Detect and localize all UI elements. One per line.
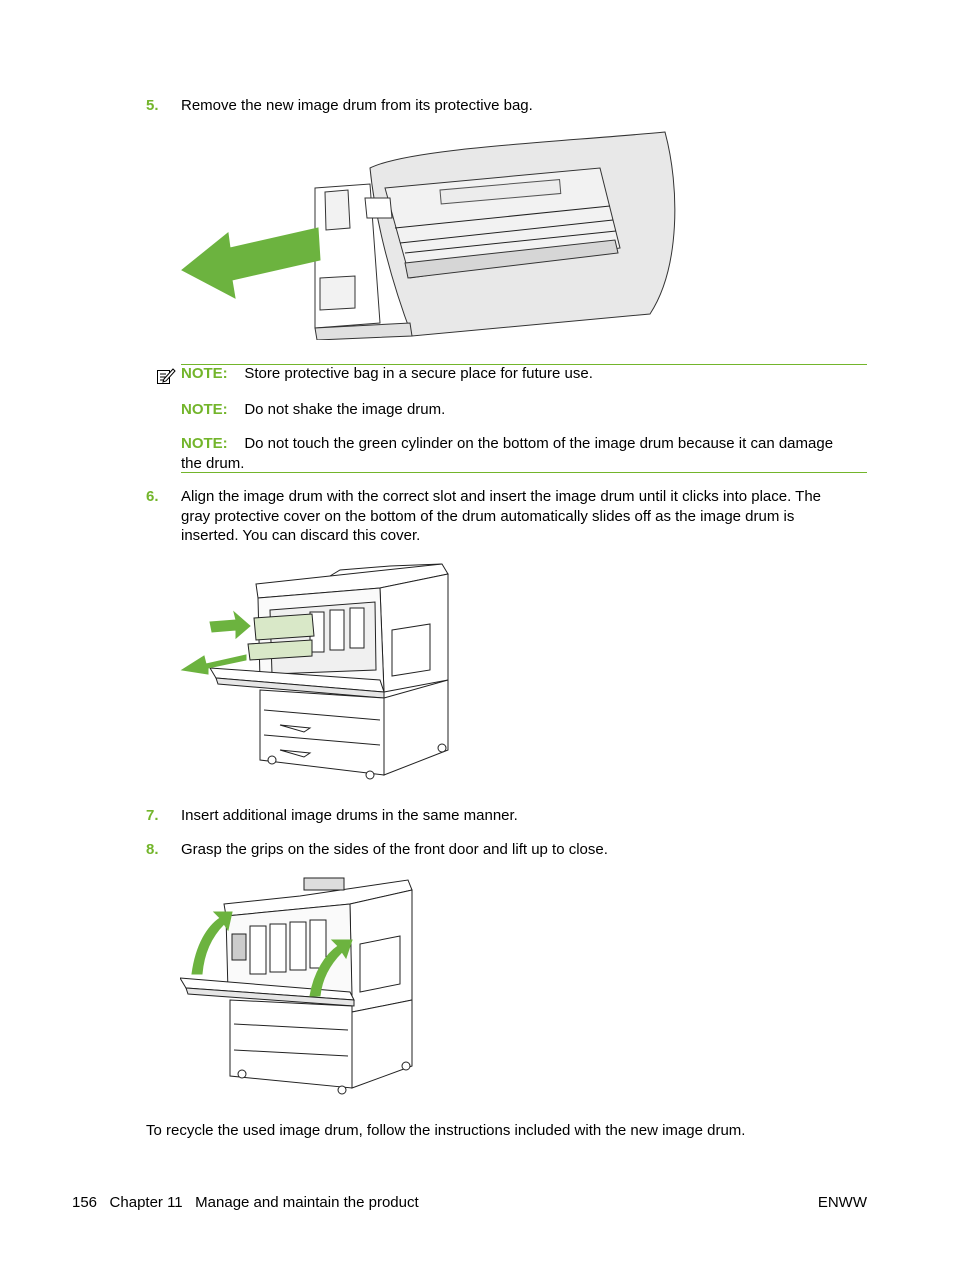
note-1-label: NOTE: [181, 365, 228, 382]
step-8-text: Grasp the grips on the sides of the fron… [181, 841, 608, 858]
note-2-label: NOTE: [181, 401, 228, 418]
step-6-text-line2: gray protective cover on the bottom of t… [181, 507, 795, 525]
note-3-label: NOTE: [181, 435, 228, 452]
step-8-number: 8. [146, 841, 159, 858]
step-6-text-line3: inserted. You can discard this cover. [181, 527, 421, 544]
step-6-text-line1: Align the image drum with the correct sl… [181, 488, 822, 505]
note-1: NOTE: Store protective bag in a secure p… [181, 364, 867, 384]
note-pencil-icon [157, 368, 176, 384]
note-2-text: Do not shake the image drum. [244, 401, 446, 418]
footer-chapter: Chapter 11 [109, 1194, 183, 1211]
drum-in-bag-illustration [181, 131, 676, 340]
step-5-number: 5. [146, 97, 159, 114]
close-door-illustration [180, 877, 413, 1095]
footer-chapter-title: Manage and maintain the product [195, 1194, 419, 1211]
closing-paragraph: To recycle the used image drum, follow t… [146, 1122, 746, 1139]
step-7-number: 7. [146, 807, 159, 824]
note-top-rule [181, 364, 867, 365]
note-3: NOTE: Do not touch the green cylinder on… [181, 434, 871, 473]
step-6-number: 6. [146, 488, 159, 505]
step-5-text: Remove the new image drum from its prote… [181, 97, 533, 114]
step-6-text: Align the image drum with the correct sl… [181, 487, 871, 546]
note-2: NOTE: Do not shake the image drum. [181, 400, 867, 420]
page-number: 156 [72, 1194, 98, 1211]
note-3-text-line1: Do not touch the green cylinder on the b… [244, 435, 834, 452]
note-bottom-rule [181, 472, 867, 473]
note-3-text-line2: the drum. [181, 454, 245, 472]
step-7-text: Insert additional image drums in the sam… [181, 807, 518, 824]
footer-right: ENWW [817, 1194, 867, 1211]
note-1-text: Store protective bag in a secure place f… [244, 365, 593, 382]
page-footer-left: 156 Chapter 11 Manage and maintain the p… [72, 1193, 419, 1213]
insert-drum-illustration [180, 563, 449, 780]
